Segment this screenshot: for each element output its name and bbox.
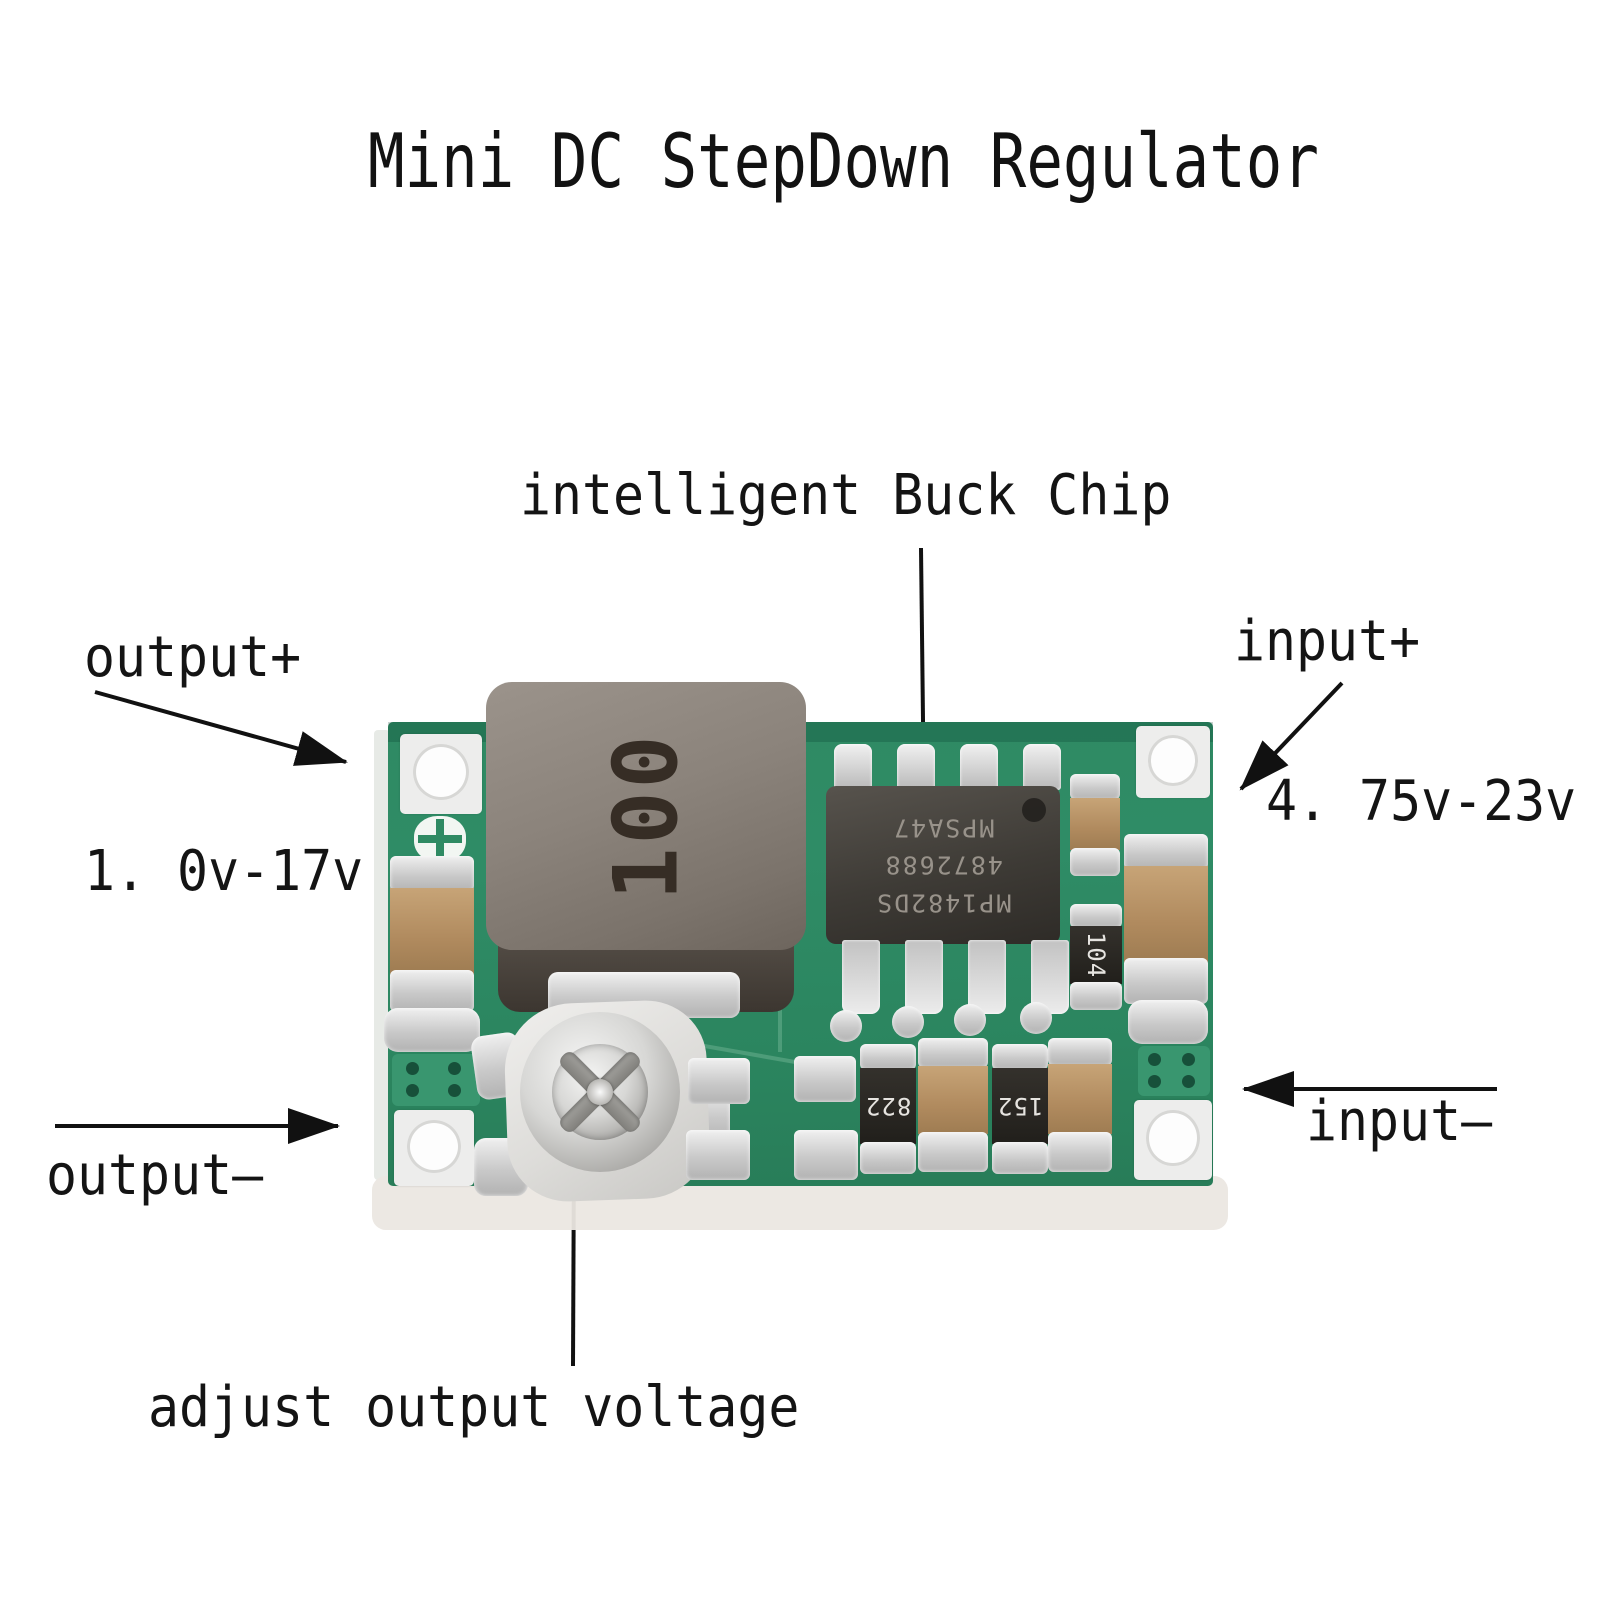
via [406,1084,419,1097]
chip-pin [905,940,943,1014]
via [1182,1075,1195,1088]
via [1182,1053,1195,1066]
round-pad [1020,1002,1052,1034]
capacitor-terminal [1070,904,1122,928]
capacitor-terminal [1048,1038,1112,1066]
bottom-capacitor [918,1066,988,1134]
capacitor-terminal [1048,1132,1112,1172]
via-cluster-left [392,1054,480,1106]
chip-pin [842,940,880,1014]
mounting-hole-bottom-right [1134,1100,1212,1180]
input-plus-arrow-icon [1239,681,1344,791]
via [406,1062,419,1075]
capacitor-terminal [1070,848,1120,876]
resistor-152: 152 [992,1068,1048,1144]
input-plus-label: input+ [1234,609,1421,674]
output-plus-label: output+ [84,625,302,690]
mounting-hole-top-right [1136,726,1210,798]
capacitor-terminal [918,1132,988,1172]
capacitor-terminal [1070,774,1120,800]
chip-pin [897,744,935,790]
solder-blob [1128,1000,1208,1044]
mounting-hole-top-left [400,734,482,814]
round-pad [830,1010,862,1042]
capacitor-terminal [918,1038,988,1068]
small-capacitor [1070,798,1120,850]
via [448,1062,461,1075]
chip-marking-line: MPSA47 [891,813,995,843]
output-plus-arrow-icon [94,690,348,766]
via-cluster-right [1138,1046,1210,1096]
pcb-left-edge [374,730,390,1180]
solder-pad [794,1130,858,1180]
buck-chip: MP1482DS 4872688 MPSA47 [826,786,1060,944]
hole-icon [406,1119,462,1174]
chip-pin1-dot-icon [1022,798,1046,822]
capacitor-terminal [390,970,474,1012]
capacitor-104: 104 [1070,926,1122,984]
chip-pin [1023,744,1061,790]
chip-marking: MP1482DS 4872688 MPSA47 [875,809,1011,922]
capacitor-terminal [1124,958,1208,1004]
resistor-terminal [992,1142,1048,1174]
resistor-822: 822 [860,1068,916,1144]
hole-icon [1147,735,1199,786]
hole-icon [413,744,469,801]
solder-pad [688,1058,750,1104]
resistor-marking: 152 [996,1092,1044,1120]
via [1148,1075,1161,1088]
bottom-capacitor [1048,1064,1112,1134]
solder-pad [686,1130,750,1180]
input-voltage-range-label: 4. 75v-23v [1266,769,1577,834]
solder-pad [794,1056,856,1102]
inductor-marking: 100 [594,732,698,900]
output-minus-label: output— [46,1143,264,1208]
inductor: 100 [486,682,806,950]
resistor-terminal [860,1044,916,1070]
capacitor-terminal [1070,982,1122,1010]
resistor-terminal [992,1044,1048,1070]
silkscreen-polarity-icon [414,816,466,862]
resistor-marking: 822 [864,1092,912,1120]
chip-pin [968,940,1006,1014]
chip-pin [834,744,872,790]
solder-blob [384,1008,480,1052]
mounting-hole-bottom-left [394,1110,474,1186]
capacitor-terminal [390,856,474,892]
page-title: Mini DC StepDown Regulator [368,117,1319,205]
capacitor-marking: 104 [1081,931,1110,979]
adjust-output-voltage-label: adjust output voltage [148,1375,800,1440]
output-capacitor [390,888,474,974]
via [1148,1053,1161,1066]
hole-icon [1146,1110,1200,1167]
input-minus-label: input— [1306,1089,1493,1154]
chip-marking-line: MP1482DS [874,888,1012,918]
capacitor-terminal [1124,834,1208,870]
chip-annotation-label: intelligent Buck Chip [520,463,1172,528]
symbol-crossbar [436,819,444,859]
screw-center-dot [587,1079,613,1105]
round-pad [954,1004,986,1036]
chip-pin [960,744,998,790]
round-pad [892,1006,924,1038]
chip-pin [1031,940,1069,1014]
via [448,1084,461,1097]
chip-marking-line: 4872688 [883,850,1003,880]
resistor-terminal [860,1142,916,1174]
input-capacitor [1124,866,1208,962]
output-voltage-range-label: 1. 0v-17v [84,839,364,904]
